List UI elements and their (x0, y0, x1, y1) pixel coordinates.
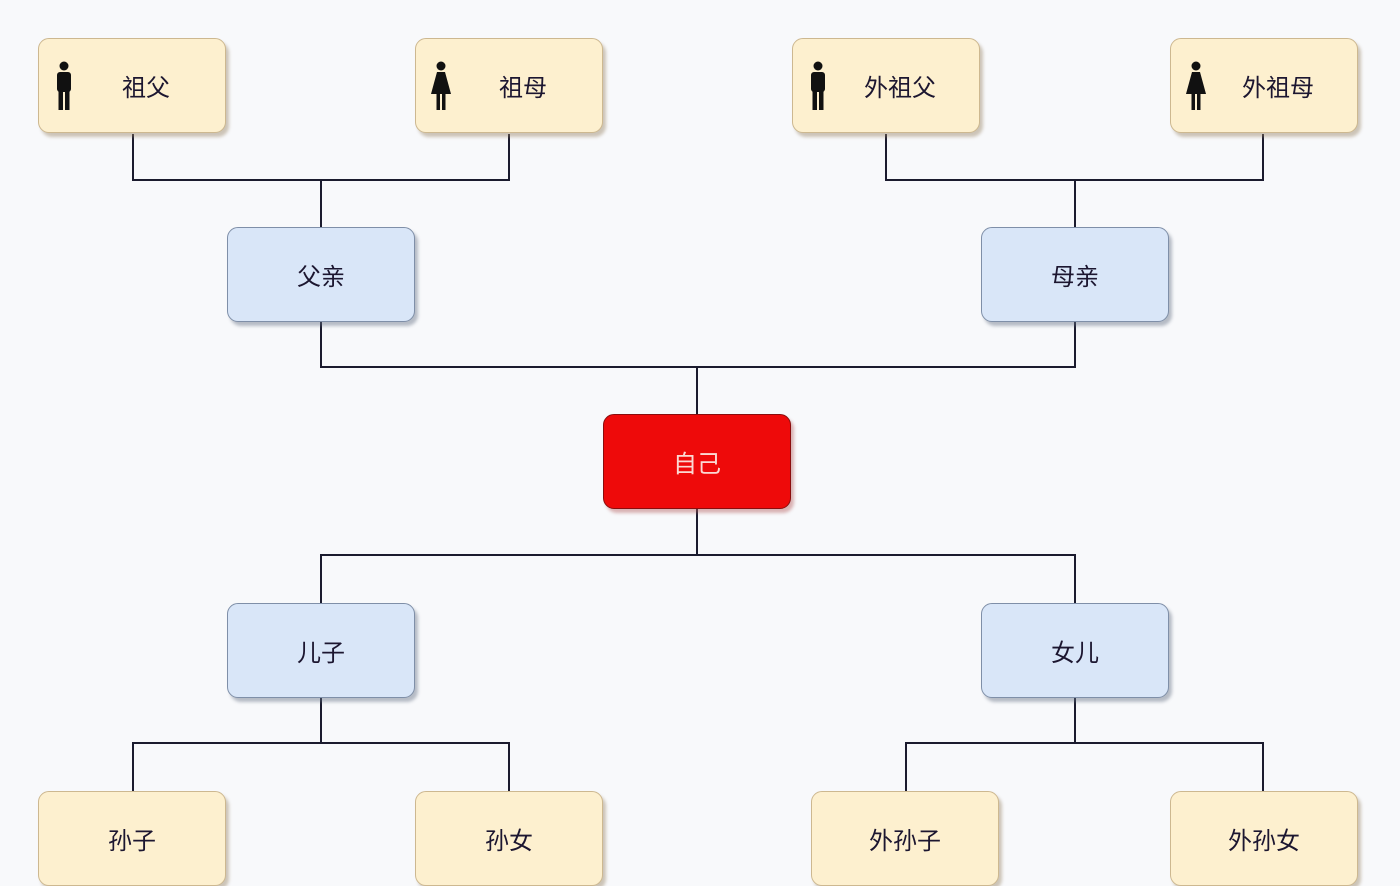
node-label: 孙女 (485, 827, 533, 855)
node-label: 父亲 (297, 263, 345, 291)
node-label: 祖母 (499, 74, 547, 102)
male-icon (57, 61, 71, 110)
node-granddaughter[interactable]: 孙女 (415, 791, 603, 886)
node-label: 孙子 (108, 827, 156, 855)
node-label: 祖父 (122, 74, 170, 102)
node-maternal-grandmother[interactable]: 外祖母 (1170, 38, 1358, 133)
node-daughter[interactable]: 女儿 (981, 603, 1169, 698)
node-label: 母亲 (1051, 263, 1099, 291)
node-son[interactable]: 儿子 (227, 603, 415, 698)
node-label: 外祖父 (864, 74, 936, 102)
node-label: 儿子 (297, 639, 345, 667)
node-father[interactable]: 父亲 (227, 227, 415, 322)
node-label: 自己 (673, 450, 721, 478)
node-maternal-grandfather[interactable]: 外祖父 (792, 38, 980, 133)
female-icon (1186, 61, 1206, 110)
node-grandson[interactable]: 孙子 (38, 791, 226, 886)
node-self[interactable]: 自己 (603, 414, 791, 509)
node-daughters-son[interactable]: 外孙子 (811, 791, 999, 886)
connectors (132, 134, 1264, 791)
male-icon (811, 61, 825, 110)
female-icon (431, 61, 451, 110)
node-label: 外孙子 (869, 827, 941, 855)
node-label: 女儿 (1051, 639, 1099, 667)
node-grandfather[interactable]: 祖父 (38, 38, 226, 133)
node-daughters-daughter[interactable]: 外孙女 (1170, 791, 1358, 886)
node-grandmother[interactable]: 祖母 (415, 38, 603, 133)
node-label: 外祖母 (1242, 74, 1314, 102)
family-tree-diagram: 祖父 祖母 外祖父 外祖母 父亲 母亲 (38, 38, 1358, 886)
node-mother[interactable]: 母亲 (981, 227, 1169, 322)
node-label: 外孙女 (1228, 827, 1300, 855)
